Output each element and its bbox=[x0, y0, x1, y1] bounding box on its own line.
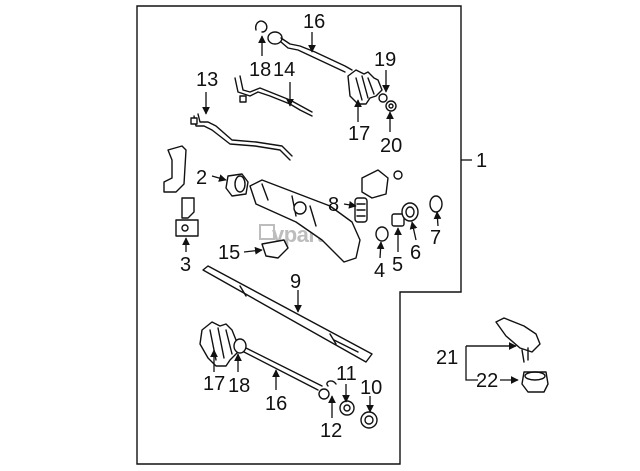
callout-18-upper: 18 bbox=[249, 59, 271, 81]
callout-21: 21 bbox=[436, 347, 458, 369]
callout-18-lower: 18 bbox=[228, 375, 250, 397]
callout-22: 22 bbox=[476, 370, 498, 392]
rings-19-20 bbox=[378, 93, 397, 112]
dust-boot-22 bbox=[521, 371, 549, 393]
callout-5: 5 bbox=[392, 254, 403, 276]
callout-15: 15 bbox=[218, 242, 240, 264]
callout-1: 1 bbox=[476, 150, 487, 172]
callout-12: 12 bbox=[320, 420, 342, 442]
pressure-tube-13 bbox=[190, 113, 293, 161]
assembly-outline bbox=[136, 5, 462, 465]
boot-lower bbox=[199, 321, 239, 367]
callout-2: 2 bbox=[196, 167, 207, 189]
ring-lower bbox=[233, 338, 247, 354]
callout-3: 3 bbox=[180, 254, 191, 276]
mount-bracket bbox=[163, 145, 187, 193]
callout-20: 20 bbox=[380, 135, 402, 157]
control-valve-housing bbox=[361, 169, 403, 199]
bracket-15 bbox=[261, 239, 289, 259]
rack-housing bbox=[249, 179, 361, 263]
leader-arrows bbox=[182, 32, 442, 418]
callout-10: 10 bbox=[360, 377, 382, 399]
clamp-3 bbox=[175, 197, 199, 237]
small-parts-4-7 bbox=[375, 195, 443, 242]
callout-11: 11 bbox=[336, 363, 357, 385]
callout-4: 4 bbox=[374, 260, 385, 282]
callout-9: 9 bbox=[290, 271, 301, 293]
callout-17-lower: 17 bbox=[203, 373, 225, 395]
callout-14: 14 bbox=[273, 59, 295, 81]
inner-tie-rod-upper bbox=[267, 31, 353, 73]
valve-8 bbox=[354, 197, 368, 223]
callout-13: 13 bbox=[196, 69, 218, 91]
clip-upper bbox=[254, 20, 268, 33]
outer-tie-rod-end bbox=[495, 317, 541, 363]
callout-6: 6 bbox=[410, 242, 421, 264]
callout-17-upper: 17 bbox=[348, 123, 370, 145]
callout-7: 7 bbox=[430, 227, 441, 249]
bushing-2 bbox=[225, 173, 249, 197]
callout-16-lower: 16 bbox=[265, 393, 287, 415]
inner-tie-rod-lower bbox=[243, 347, 330, 400]
rack-bar-9 bbox=[202, 265, 373, 363]
callout-16-upper: 16 bbox=[303, 11, 325, 33]
callout-19: 19 bbox=[374, 49, 396, 71]
callout-8: 8 bbox=[328, 194, 339, 216]
boot-upper bbox=[347, 69, 383, 105]
pressure-tube-14 bbox=[234, 75, 313, 117]
